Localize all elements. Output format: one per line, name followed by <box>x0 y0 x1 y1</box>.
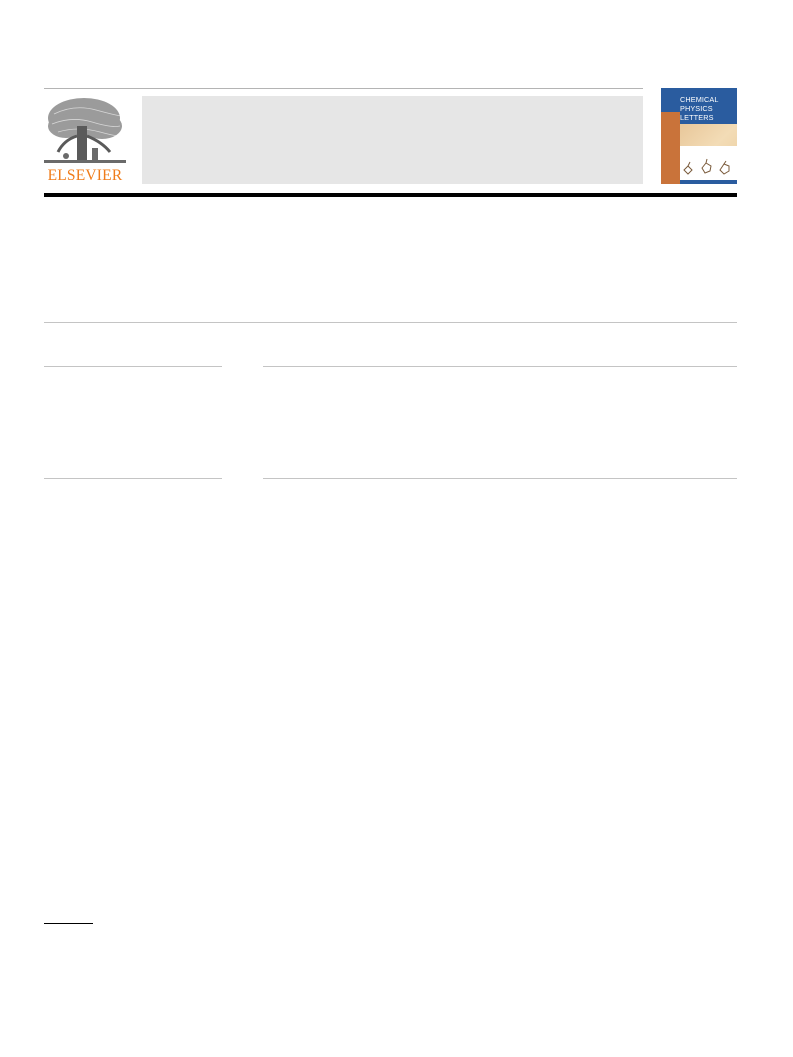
footnote-separator <box>44 923 93 924</box>
header-thick-rule <box>44 193 737 197</box>
journal-cover-title: CHEMICAL PHYSICS LETTERS <box>680 95 736 122</box>
cover-title-line: PHYSICS <box>680 104 713 113</box>
publisher-logo: ELSEVIER <box>44 96 126 186</box>
abstract-bottom-rule <box>263 478 737 479</box>
molecule-structures-icon <box>683 158 730 175</box>
article-info-top-rule <box>44 366 222 367</box>
header-top-rule <box>44 88 643 89</box>
publisher-name: ELSEVIER <box>47 167 123 184</box>
cover-molecule-panel <box>680 146 737 180</box>
cover-title-line: CHEMICAL <box>680 95 719 104</box>
journal-cover-thumbnail: CHEMICAL PHYSICS LETTERS <box>661 88 737 184</box>
cover-orange-strip <box>661 112 680 184</box>
title-section-divider <box>44 322 737 323</box>
abstract-top-rule <box>263 366 737 367</box>
journal-masthead-box <box>142 96 643 184</box>
cover-title-line: LETTERS <box>680 113 714 122</box>
article-info-bottom-rule <box>44 478 222 479</box>
tree-logo-icon <box>44 98 126 163</box>
